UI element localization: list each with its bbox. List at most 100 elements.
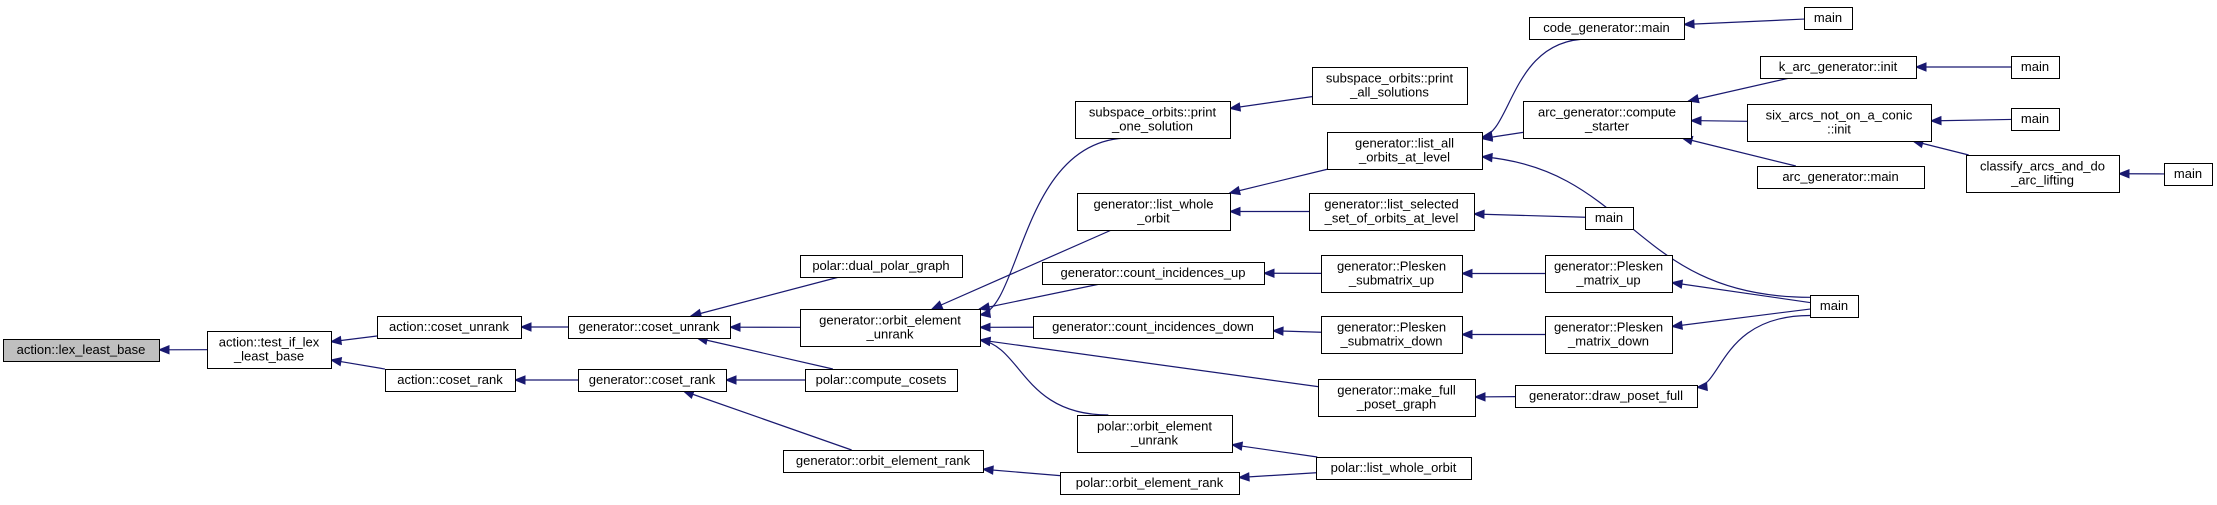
node-label: polar::orbit_element_rank — [1076, 475, 1224, 490]
edge-arrowhead — [1473, 392, 1486, 402]
node-n27[interactable]: generator::Plesken_matrix_up — [1545, 255, 1673, 293]
edge-n15-n23 — [1473, 392, 1516, 402]
node-n5[interactable]: generator::coset_rank — [578, 369, 727, 392]
node-n7[interactable]: generator::orbit_element_unrank — [800, 309, 981, 347]
edge-n1-n2 — [329, 335, 378, 346]
edge-line — [1671, 308, 1811, 328]
node-n24[interactable]: code_generator::main — [1529, 17, 1685, 40]
node-box — [800, 309, 981, 347]
node-n16[interactable]: polar::orbit_element_unrank — [1077, 415, 1233, 453]
edge-line — [982, 468, 1061, 477]
node-n32[interactable]: six_arcs_not_on_a_conic::init — [1747, 104, 1932, 142]
node-n33[interactable]: arc_generator::main — [1757, 166, 1925, 189]
node-n37[interactable]: main — [2164, 163, 2213, 186]
node-label: action::coset_rank — [397, 372, 503, 387]
node-n12[interactable]: generator::list_whole_orbit — [1077, 193, 1231, 231]
node-n18[interactable]: polar::list_whole_orbit — [1316, 457, 1472, 480]
edge-n36-n37 — [2117, 169, 2165, 179]
node-n21[interactable]: generator::Plesken_submatrix_up — [1321, 255, 1463, 293]
edge-line — [1930, 118, 2012, 122]
edge-arrowhead — [1472, 209, 1485, 220]
node-label: _orbits_at_level — [1358, 150, 1450, 165]
node-n14[interactable]: generator::count_incidences_down — [1033, 316, 1274, 339]
node-box — [2164, 163, 2213, 186]
edge-n2-n4 — [519, 322, 568, 332]
edge-arrowhead — [1460, 329, 1473, 340]
node-box — [1033, 316, 1274, 339]
node-box — [578, 369, 727, 392]
node-box — [377, 316, 522, 339]
edge-n7-n13 — [977, 283, 1101, 312]
edge-n25-n32 — [1689, 115, 1748, 126]
node-label: subspace_orbits::print — [1089, 105, 1217, 120]
node-n20[interactable]: generator::list_selected_set_of_orbits_a… — [1309, 193, 1475, 231]
node-n9[interactable]: generator::orbit_element_rank — [783, 450, 984, 473]
node-n8[interactable]: polar::compute_cosets — [805, 369, 958, 392]
node-label: generator::count_incidences_down — [1052, 319, 1254, 334]
edge-arrowhead — [329, 357, 343, 367]
node-label: polar::orbit_element — [1097, 419, 1212, 434]
node-n1[interactable]: action::test_if_lex_least_base — [207, 331, 332, 369]
node-label: generator::list_whole — [1094, 197, 1214, 212]
node-box — [207, 331, 332, 369]
node-box — [1523, 101, 1692, 139]
node-n35[interactable]: main — [2011, 108, 2060, 131]
node-n34[interactable]: main — [2011, 56, 2060, 79]
node-n2[interactable]: action::coset_unrank — [377, 316, 522, 339]
node-n31[interactable]: k_arc_generator::init — [1760, 56, 1917, 79]
node-box — [1966, 155, 2120, 193]
edge-n12-n19 — [1228, 168, 1329, 196]
node-box — [2011, 108, 2060, 131]
edge-n5-n8 — [724, 375, 805, 385]
edge-n3-n5 — [513, 375, 578, 385]
node-n11[interactable]: subspace_orbits::print_all_solutions — [1312, 67, 1468, 105]
edge-arrowhead — [1271, 326, 1284, 336]
edge-arrowhead — [1695, 381, 1708, 392]
edge-n22-n28 — [1460, 329, 1545, 340]
node-label: _least_base — [233, 349, 304, 364]
node-label: _starter — [1584, 119, 1630, 134]
node-n28[interactable]: generator::Plesken_matrix_down — [1545, 316, 1673, 354]
node-label: _unrank — [1130, 433, 1178, 448]
node-n26[interactable]: main — [1810, 295, 1859, 318]
edge-line — [979, 339, 1319, 388]
edge-arrowhead — [1687, 94, 1700, 104]
node-n19[interactable]: generator::list_all_orbits_at_level — [1327, 132, 1483, 170]
node-box — [1327, 132, 1483, 170]
node-n25[interactable]: arc_generator::compute_starter — [1523, 101, 1692, 139]
node-n36[interactable]: classify_arcs_and_do_arc_lifting — [1966, 155, 2120, 193]
node-n22[interactable]: generator::Plesken_submatrix_down — [1321, 316, 1463, 354]
node-label: main — [2021, 59, 2049, 74]
node-n29[interactable]: main — [1585, 207, 1634, 230]
node-label: _submatrix_down — [1340, 334, 1443, 349]
node-n10[interactable]: subspace_orbits::print_one_solution — [1075, 101, 1231, 139]
node-label: main — [1814, 10, 1842, 25]
edge-line — [1238, 472, 1317, 479]
node-box — [1545, 316, 1673, 354]
node-box — [1060, 472, 1240, 495]
edge-line — [1688, 77, 1790, 102]
edge-arrowhead — [1670, 320, 1684, 330]
edge-n32-n35 — [1929, 115, 2012, 126]
edge-line — [1229, 96, 1313, 109]
node-n15[interactable]: generator::make_full_poset_graph — [1318, 379, 1476, 417]
edge-n12-n20 — [1228, 206, 1309, 217]
edge-arrowhead — [157, 345, 170, 355]
node-n23[interactable]: generator::draw_poset_full — [1515, 385, 1698, 408]
node-n13[interactable]: generator::count_incidences_up — [1042, 262, 1265, 285]
node-n3[interactable]: action::coset_rank — [385, 369, 516, 392]
node-n17[interactable]: polar::orbit_element_rank — [1060, 472, 1240, 495]
edge-arrowhead — [978, 336, 992, 347]
node-n6[interactable]: polar::dual_polar_graph — [800, 255, 963, 278]
node-label: classify_arcs_and_do — [1980, 159, 2105, 174]
node-label: subspace_orbits::print — [1326, 71, 1454, 86]
edge-n7-n12 — [930, 229, 1112, 310]
edge-line — [697, 337, 833, 370]
node-layer: action::lex_least_base action::test_if_le… — [3, 7, 2213, 495]
node-n0[interactable]: action::lex_least_base — [3, 339, 160, 362]
node-label: generator::Plesken — [1554, 320, 1663, 335]
node-label: arc_generator::main — [1782, 169, 1898, 184]
node-n30[interactable]: main — [1804, 7, 1853, 30]
node-n4[interactable]: generator::coset_unrank — [568, 316, 731, 339]
node-box — [1309, 193, 1475, 231]
